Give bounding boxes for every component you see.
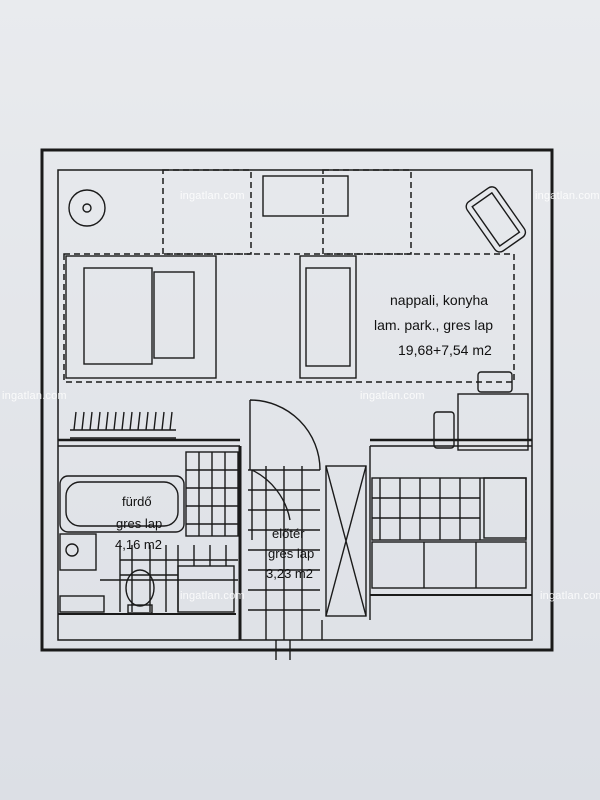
- living-name: nappali, konyha: [390, 292, 489, 308]
- watermark: ingatlan.com: [535, 190, 600, 202]
- armchair-right: [299, 255, 357, 379]
- sofa-left: [65, 255, 217, 379]
- chair-top: [477, 371, 513, 393]
- watermark: ingatlan.com: [360, 390, 425, 402]
- dashed-wardrobe-right: [322, 169, 412, 255]
- watermark: ingatlan.com: [2, 390, 67, 402]
- kitchen-lower: [371, 541, 527, 589]
- watermark: ingatlan.com: [180, 590, 245, 602]
- bath-floor: gres lap: [116, 516, 163, 531]
- washer: [177, 565, 235, 613]
- inner-wall: [57, 169, 533, 641]
- dining-table: [457, 393, 529, 451]
- kitchen-counter: [371, 477, 527, 541]
- chair-left: [433, 411, 455, 449]
- dashed-rug: [63, 253, 515, 383]
- bathtub: [59, 475, 185, 533]
- sink: [59, 533, 97, 571]
- bath-name: fürdő: [122, 494, 152, 509]
- radiator: [70, 411, 176, 439]
- hall-floor: gres lap: [268, 546, 315, 561]
- hall-name: előtér: [272, 526, 305, 541]
- watermark: ingatlan.com: [540, 590, 600, 602]
- hall-area: 3,23 m2: [266, 566, 313, 581]
- living-floor: lam. park., gres lap: [374, 317, 494, 333]
- toilet: [125, 569, 155, 607]
- door-swing-hall: [251, 469, 291, 540]
- watermark: ingatlan.com: [180, 190, 245, 202]
- hall-closet: [325, 465, 367, 617]
- bath-area: 4,16 m2: [115, 537, 162, 552]
- window-top-center: [262, 175, 349, 217]
- living-area: 19,68+7,54 m2: [398, 342, 492, 358]
- dashed-wardrobe-left: [162, 169, 252, 255]
- hall-tiles: [248, 466, 320, 640]
- door-swing-living: [249, 399, 321, 471]
- corner-chair: [465, 186, 527, 253]
- outer-wall: [40, 148, 554, 652]
- lamp-circle: [68, 189, 106, 227]
